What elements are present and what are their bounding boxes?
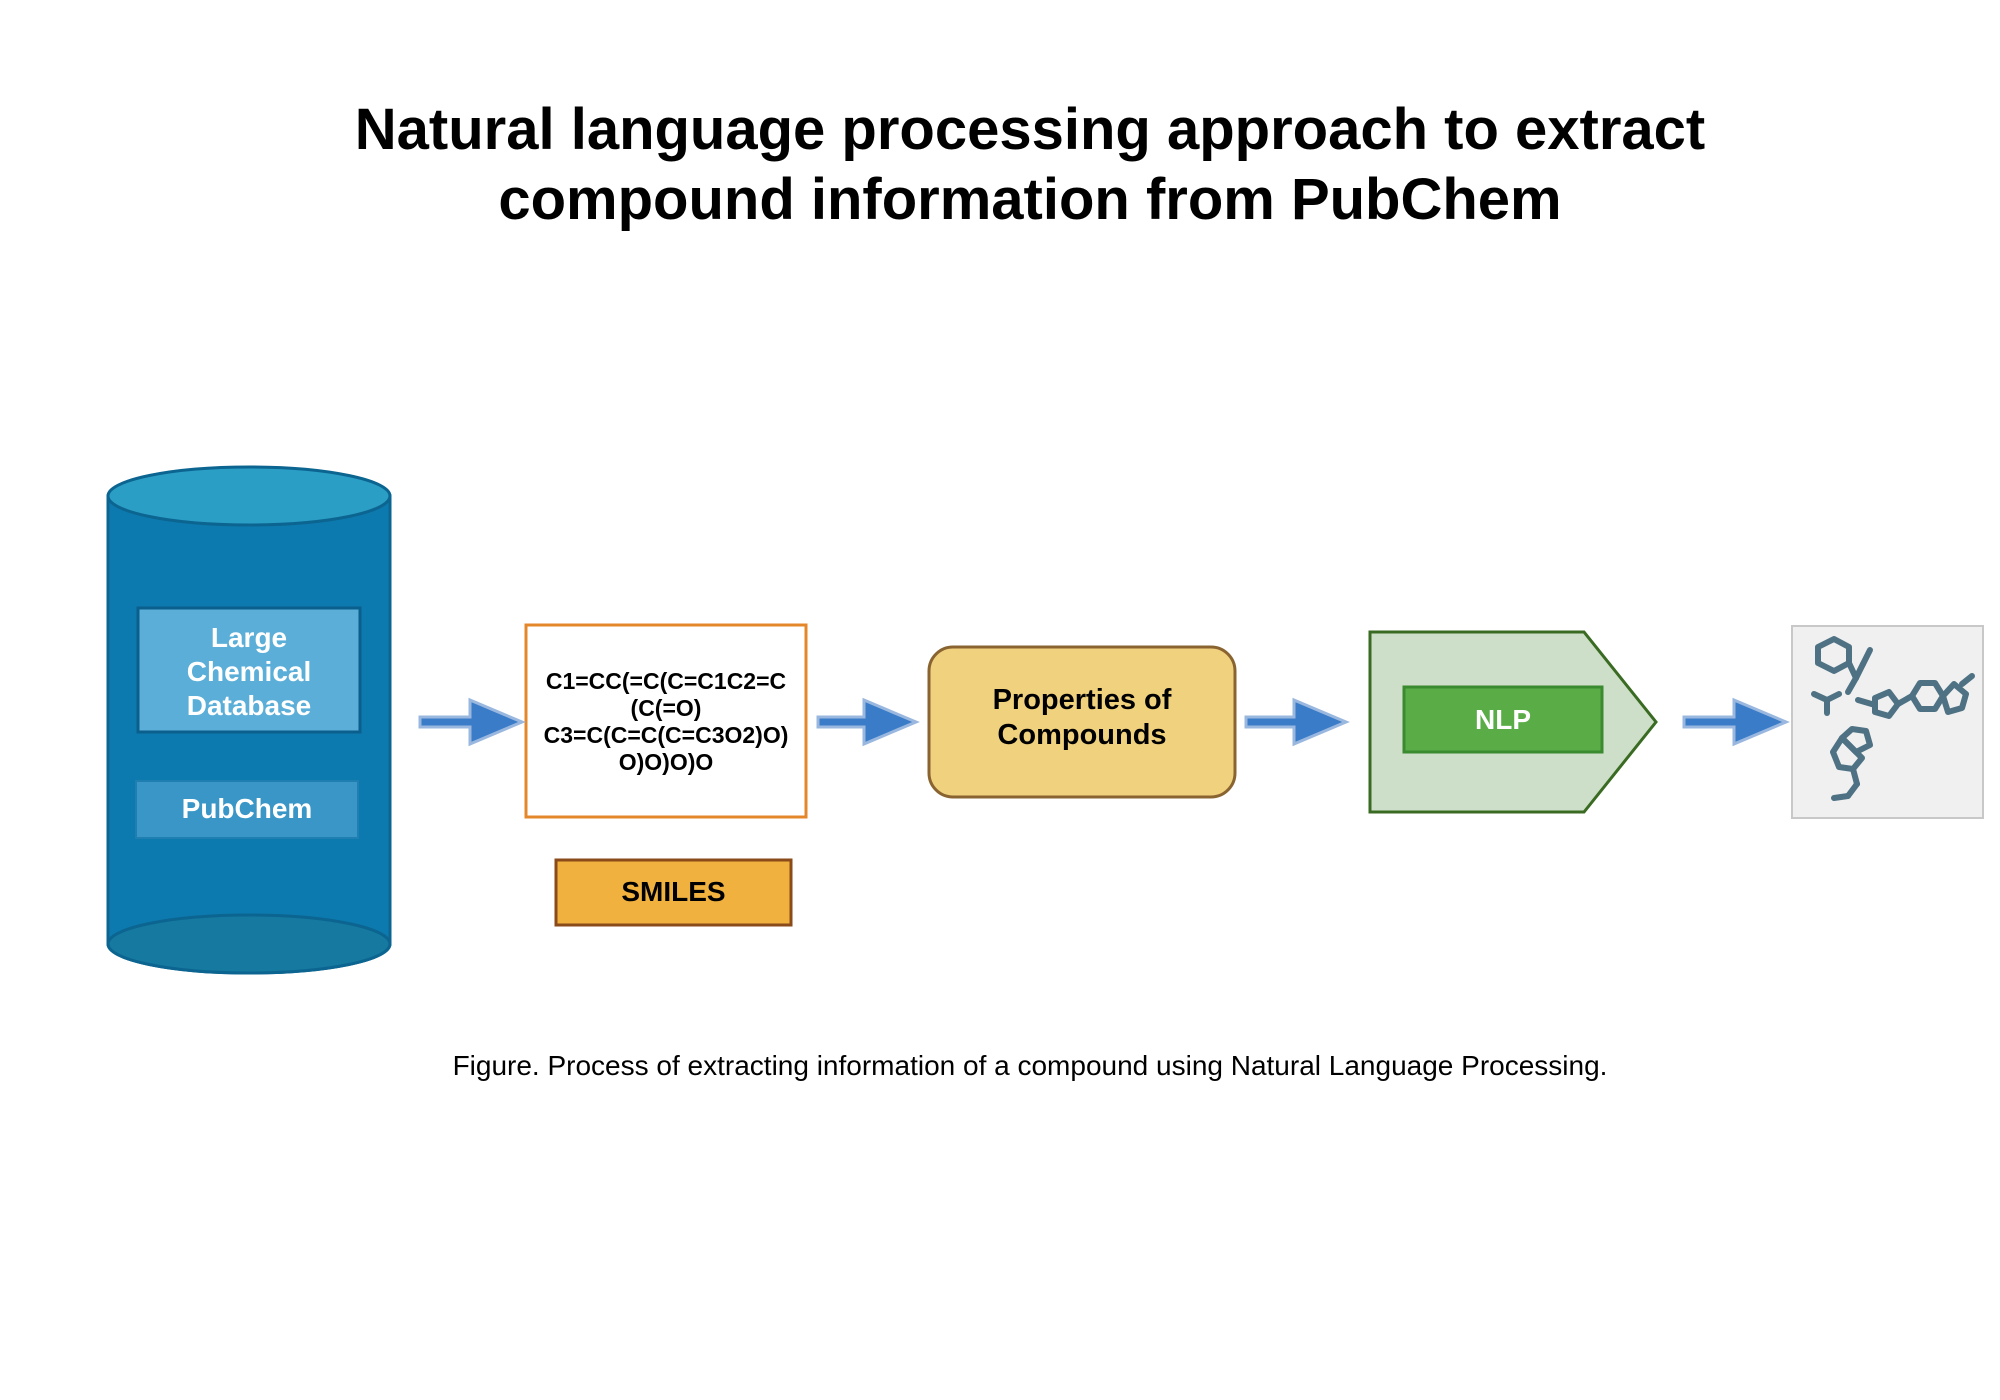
properties-line-2: Compounds (997, 719, 1167, 751)
properties-label: Properties of Compounds (929, 683, 1235, 753)
cylinder-body (106, 494, 392, 975)
pubchem-label: PubChem (181, 793, 313, 824)
smiles-string: C1=CC(=C(C=C1C2=C (C(=O) C3=C(C=C(C=C3O2… (526, 668, 806, 776)
title-line-1: Natural language processing approach to … (354, 97, 1706, 162)
database-cylinder (106, 465, 392, 975)
arrow-2 (816, 697, 920, 747)
nlp-label: NLP (1475, 704, 1531, 735)
properties-box (927, 645, 1237, 799)
molecule-structures-icon (1811, 636, 1975, 801)
pubchem-label-box (135, 780, 359, 839)
smiles-tag: SMILES (621, 876, 726, 907)
cylinder-bottom (106, 913, 392, 975)
database-label-line-1: Large (210, 622, 288, 653)
figure-caption: Figure. Process of extracting informatio… (452, 1050, 1608, 1081)
smiles-line-3: C3=C(C=C(C=C3O2)O) (543, 722, 789, 748)
arrow-4 (1682, 697, 1790, 747)
cylinder-top (106, 465, 392, 527)
smiles-line-4: O)O)O)O (618, 749, 714, 775)
arrow-1 (418, 697, 526, 747)
smiles-line-2: (C(=O) (630, 695, 702, 721)
smiles-box (524, 623, 808, 819)
figure-title: Natural language processing approach to … (0, 95, 2000, 235)
arrow-3 (1244, 697, 1350, 747)
properties-line-1: Properties of (992, 684, 1172, 716)
database-label-line-2: Chemical (186, 656, 312, 687)
molecules-panel (1791, 625, 1984, 819)
flow-arrows (418, 697, 1790, 747)
smiles-line-1: C1=CC(=C(C=C1C2=C (545, 668, 787, 694)
database-label-line-3: Database (186, 690, 312, 721)
database-label: Large Chemical Database (138, 621, 360, 723)
nlp-label-box (1402, 685, 1604, 754)
database-label-box (136, 606, 362, 734)
title-line-2: compound information from PubChem (498, 167, 1562, 232)
smiles-tag-box (554, 858, 793, 927)
